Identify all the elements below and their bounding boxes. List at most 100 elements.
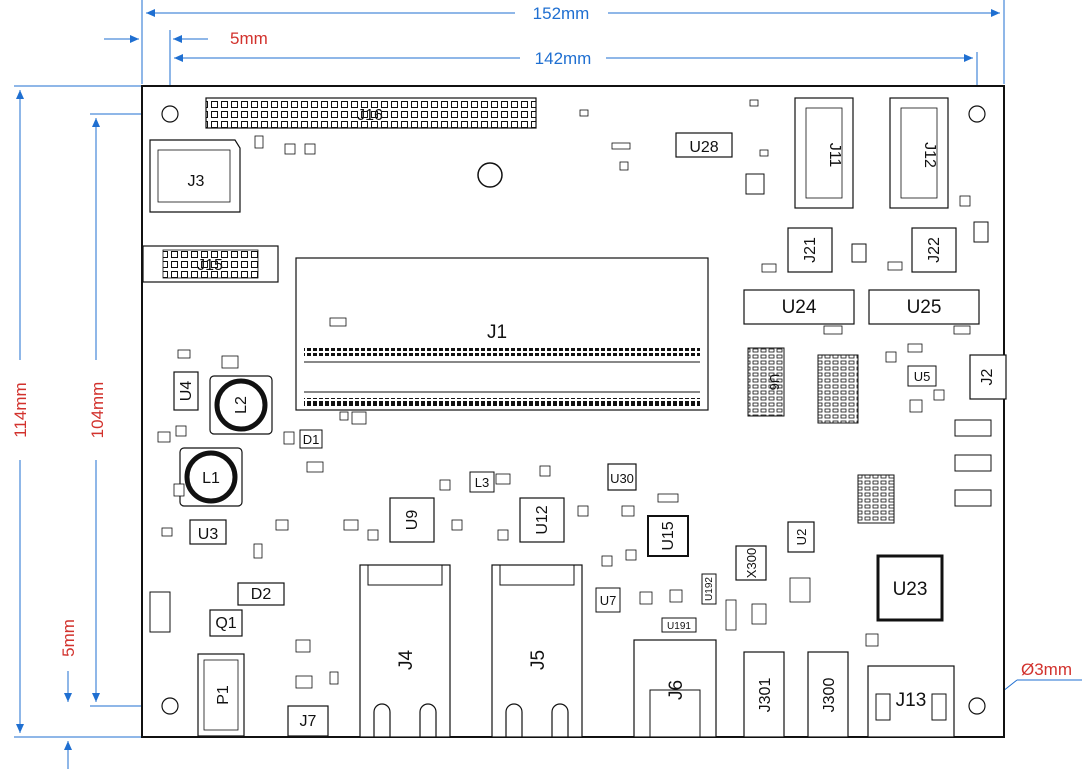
dimension-hole-span-x: 142mm	[174, 49, 978, 110]
p1-power-jack: P1	[197, 653, 245, 737]
x300-label: X300	[744, 548, 759, 578]
j300-label: J300	[821, 678, 838, 713]
j5-label: J5	[528, 650, 549, 670]
u28-chip: U28	[675, 132, 733, 158]
right-small-parts	[745, 173, 992, 507]
dimension-height-total-label: 114mm	[11, 382, 30, 437]
d2-diode: D2	[237, 582, 285, 606]
l2-inductor: L2	[209, 375, 273, 435]
mounting-holes	[161, 105, 986, 715]
j4-label: J4	[396, 650, 417, 671]
d1-label: D1	[303, 432, 320, 447]
mounting-hole-top-right	[968, 105, 986, 123]
q1-label: Q1	[215, 615, 236, 632]
switch-array-lower	[857, 474, 895, 524]
u12-label: U12	[534, 505, 551, 534]
j300-audio-jack: J300	[807, 651, 849, 738]
u191-label: U191	[667, 621, 691, 632]
dimension-hole-offset-x-label: 5mm	[230, 29, 268, 48]
j15-connector: J15	[142, 245, 279, 283]
p1-label: P1	[215, 685, 232, 705]
j15-label: J15	[197, 257, 223, 274]
j1-sodimm-slot: J1	[295, 257, 709, 411]
u24-label: U24	[782, 297, 817, 318]
dimension-hole-offset-x: 5mm	[104, 29, 268, 110]
dimension-hole-span-y-label: 104mm	[88, 382, 107, 439]
dimension-hole-span-y: 104mm	[88, 113, 165, 707]
dimension-height-total: 114mm	[11, 85, 142, 738]
u25-label: U25	[907, 297, 942, 318]
j12-box-header: J12	[889, 97, 949, 209]
j2-label: J2	[979, 368, 996, 385]
j301-audio-jack: J301	[743, 651, 785, 738]
u25-module: U25	[868, 289, 980, 325]
u23-chip: U23	[876, 554, 944, 622]
u2-chip: U2	[787, 521, 815, 553]
j3-label: J3	[188, 173, 205, 190]
l2-label: L2	[233, 396, 250, 414]
j2-connector: J2	[969, 354, 1007, 400]
u7-label: U7	[600, 593, 617, 608]
u192-chip: U192	[701, 573, 717, 605]
j13-label: J13	[896, 690, 927, 711]
u15-label: U15	[660, 521, 677, 550]
u4-label: U4	[178, 381, 195, 402]
dimension-hole-offset-y-label: 5mm	[59, 619, 78, 657]
j22-label: J22	[926, 237, 943, 263]
switch-left	[149, 591, 171, 633]
j4-ethernet-jack: J4	[359, 564, 451, 738]
j6-usb-jack: J6	[633, 639, 717, 738]
smd-passives	[157, 99, 971, 689]
pin-header-top: J16	[205, 97, 537, 129]
l1-label: L1	[202, 470, 220, 487]
j7-connector: J7	[287, 705, 329, 737]
mounting-hole-top-left	[161, 105, 179, 123]
u30-label: U30	[610, 471, 634, 486]
j6-label: J6	[666, 680, 687, 700]
d1-diode: D1	[299, 429, 323, 449]
j5-ethernet-jack: J5	[491, 564, 583, 738]
l1-inductor: L1	[179, 447, 243, 507]
u9-label: U9	[404, 510, 421, 531]
j12-label: J12	[921, 142, 938, 168]
dimension-hole-diameter-label: Ø3mm	[1021, 660, 1072, 679]
u4-chip: U4	[173, 371, 199, 411]
dimension-width-total: 152mm	[141, 0, 1005, 84]
j11-label: J11	[826, 143, 843, 168]
u6-chip: U6	[747, 347, 785, 417]
u5-label: U5	[914, 369, 931, 384]
u9-chip: U9	[389, 497, 435, 543]
mounting-hole-bottom-right	[968, 697, 986, 715]
dimension-width-total-label: 152mm	[533, 4, 590, 23]
u192-label: U192	[704, 577, 715, 601]
u24-module: U24	[743, 289, 855, 325]
j16-label: J16	[357, 107, 383, 124]
j21-label: J21	[802, 237, 819, 263]
u191-chip: U191	[661, 617, 697, 633]
j11-box-header: J11	[794, 97, 854, 209]
q1-transistor: Q1	[209, 609, 243, 637]
switch-array-upper	[817, 354, 859, 424]
j1-label: J1	[487, 322, 507, 343]
u28-label: U28	[689, 139, 718, 156]
u2-label: U2	[794, 529, 809, 546]
d2-label: D2	[251, 586, 272, 603]
j21-connector: J21	[787, 227, 833, 273]
u3-label: U3	[198, 526, 219, 543]
u7-chip: U7	[595, 587, 621, 613]
l3-label: L3	[475, 475, 489, 490]
u23-label: U23	[893, 579, 928, 600]
j3-sd-card-slot: J3	[149, 139, 241, 213]
j22-connector: J22	[911, 227, 957, 273]
u3-chip: U3	[189, 519, 227, 545]
dimension-hole-span-x-label: 142mm	[535, 49, 592, 68]
j13-usb-c-jack: J13	[867, 665, 955, 738]
mounting-hole-bottom-left	[161, 697, 179, 715]
dimension-hole-offset-y: 5mm	[59, 619, 78, 769]
u6-label: U6	[767, 374, 782, 391]
l3-inductor: L3	[469, 471, 495, 493]
j301-label: J301	[757, 678, 774, 713]
logo-mark	[477, 162, 503, 188]
